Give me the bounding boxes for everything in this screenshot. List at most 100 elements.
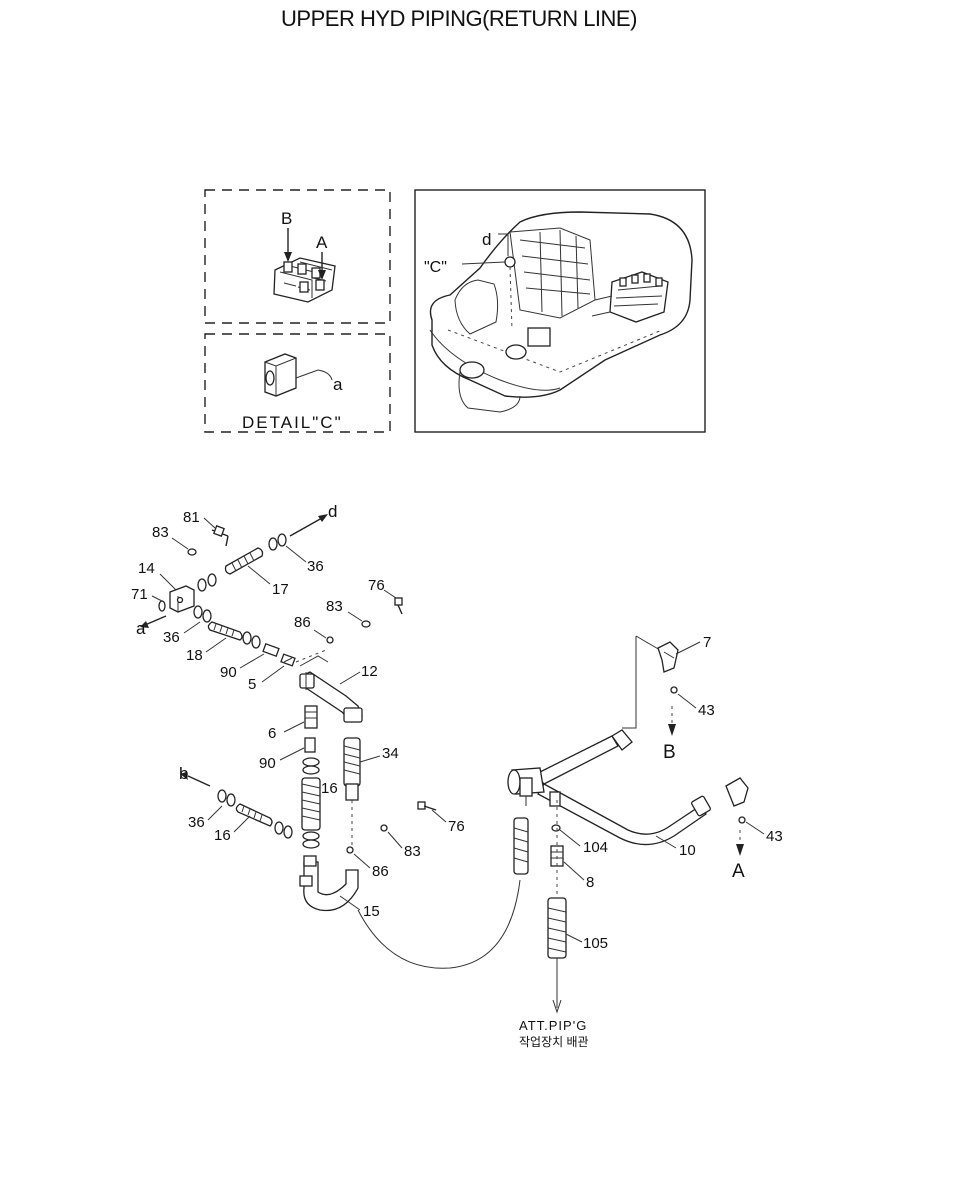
oring-43b — [738, 816, 746, 824]
part-86b-label: 86 — [372, 863, 389, 880]
label-a: a — [333, 375, 343, 394]
flange-block-14 — [169, 585, 195, 613]
detail-box-bottom: a DETAIL"C" — [204, 333, 391, 433]
bolt-76b — [417, 801, 437, 811]
part-104-label: 104 — [583, 839, 608, 856]
part-76a-label: 76 — [368, 577, 385, 594]
arrow-a-label: A — [316, 233, 328, 252]
part-43a-label: 43 — [698, 702, 715, 719]
arrow-a-left — [144, 615, 167, 626]
overview-box: d "C" — [414, 189, 706, 433]
part-36c-label: 36 — [188, 814, 205, 831]
washer-83b — [361, 620, 371, 628]
part-81-label: 81 — [183, 509, 200, 526]
part-90a-label: 90 — [220, 664, 237, 681]
part-34-label: 34 — [382, 745, 399, 762]
part-83c-label: 83 — [404, 843, 421, 860]
part-5-label: 5 — [248, 676, 256, 693]
guide-line-7 — [622, 636, 637, 729]
part-71-label: 71 — [131, 586, 148, 603]
elbow-fitting-7 — [657, 641, 679, 673]
hose-34 — [343, 737, 361, 801]
part-15-label: 15 — [363, 903, 380, 920]
block-fitting-detail-c — [264, 353, 297, 397]
oring-18-1 — [242, 631, 252, 645]
oring-pair-upper-1 — [197, 578, 207, 592]
leader-d — [498, 233, 509, 256]
detail-box-top: B A — [204, 189, 391, 324]
connection-b-label: b — [179, 764, 188, 783]
fitting-90b — [304, 737, 316, 753]
control-valve-block — [273, 257, 336, 303]
part-17-label: 17 — [272, 581, 289, 598]
part-36b-label: 36 — [307, 558, 324, 575]
connection-a-label: a — [136, 619, 146, 638]
connection-arc — [357, 879, 521, 969]
arrow-b-head — [284, 252, 292, 262]
detail-c-caption: DETAIL"C" — [242, 413, 343, 432]
part-43b-label: 43 — [766, 828, 783, 845]
oring-36c-1 — [217, 789, 227, 803]
arrow-att-head — [552, 999, 562, 1014]
elbow-fitting-right — [725, 777, 749, 807]
arrow-A-head — [736, 844, 744, 856]
part-76b-label: 76 — [448, 818, 465, 835]
connection-B-label: B — [663, 742, 676, 763]
hose-left-of-105 — [513, 817, 529, 875]
part-12-label: 12 — [361, 663, 378, 680]
arrow-d-line — [289, 517, 323, 537]
pipe-10 — [507, 729, 711, 846]
part-16a-label: 16 — [321, 780, 338, 797]
bolt-81 — [211, 525, 229, 547]
part-7-label: 7 — [703, 634, 711, 651]
pipe-15 — [299, 855, 359, 912]
destination-english: ATT.PIP'G — [519, 1018, 587, 1033]
oring-36b-2 — [277, 533, 287, 547]
connection-A-label: A — [732, 861, 745, 882]
oring-18-2 — [251, 635, 261, 649]
hose-16a — [301, 757, 321, 849]
page-title: UPPER HYD PIPING(RETURN LINE) — [281, 6, 637, 31]
oring-71 — [158, 600, 166, 612]
oring-104 — [551, 824, 561, 832]
plug-86a — [326, 636, 334, 644]
destination-korean: 작업장치 배관 — [519, 1035, 589, 1049]
washer-83c — [380, 824, 388, 832]
part-6-label: 6 — [268, 725, 276, 742]
fitting-90a — [262, 643, 280, 657]
plug-86b — [346, 846, 354, 854]
part-10-label: 10 — [679, 842, 696, 859]
washer-83a — [187, 548, 197, 556]
oring-16b-1 — [274, 821, 284, 835]
part-105-label: 105 — [583, 935, 608, 952]
leader-a — [295, 369, 333, 381]
arrow-b-left — [187, 775, 211, 787]
connection-d-label: d — [328, 502, 337, 521]
part-14-label: 14 — [138, 560, 155, 577]
fitting-5 — [280, 653, 296, 667]
part-83b-label: 83 — [326, 598, 343, 615]
part-90b-label: 90 — [259, 755, 276, 772]
overview-label-c: "C" — [424, 259, 447, 276]
hose-16b — [235, 803, 273, 827]
oring-36c-2 — [226, 793, 236, 807]
fitting-6 — [304, 705, 318, 729]
part-86a-label: 86 — [294, 614, 311, 631]
part-83a-label: 83 — [152, 524, 169, 541]
overview-label-d: d — [482, 230, 491, 249]
detail-c-marker — [504, 256, 516, 268]
oring-pair-lower-1 — [193, 605, 203, 619]
oring-16b-2 — [283, 825, 293, 839]
part-18-label: 18 — [186, 647, 203, 664]
part-16b-label: 16 — [214, 827, 231, 844]
arrow-a-head — [318, 270, 326, 280]
arrow-B-head — [668, 724, 676, 736]
hose-18 — [207, 621, 243, 641]
hose-105 — [547, 897, 567, 959]
oring-pair-lower-2 — [202, 609, 212, 623]
oring-43a — [670, 686, 678, 694]
bolt-76a — [394, 597, 403, 615]
part-8-label: 8 — [586, 874, 594, 891]
